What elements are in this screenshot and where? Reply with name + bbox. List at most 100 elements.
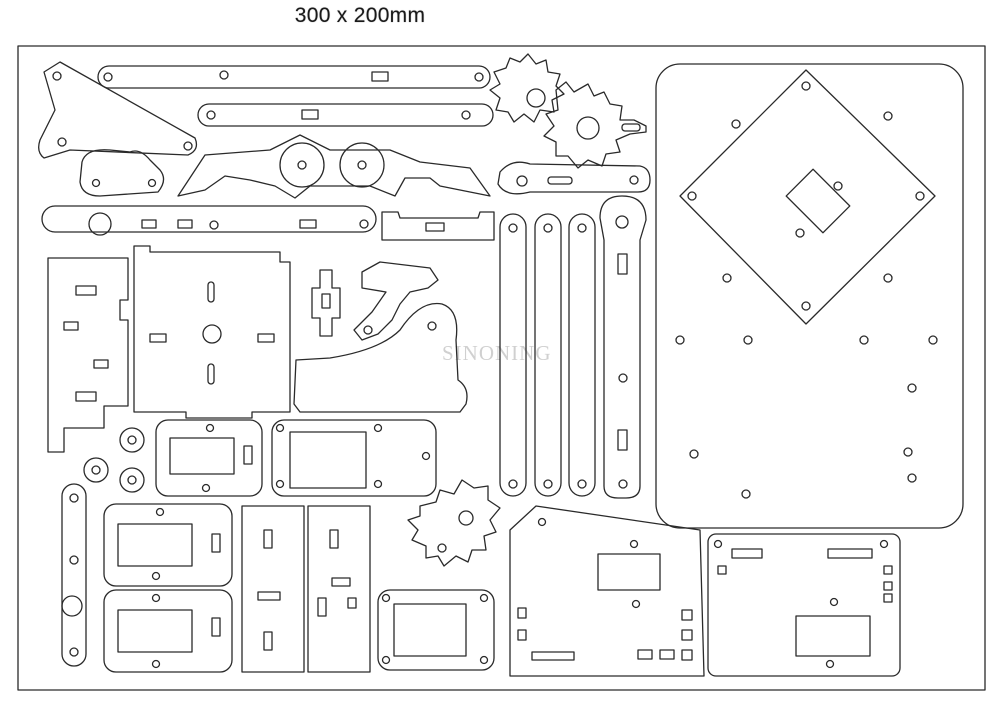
slot [883,593,893,603]
washer [119,427,145,453]
slot [263,631,273,651]
sheet-border [17,45,986,691]
hole [275,423,285,433]
hole [421,451,431,461]
servo-frame-4 [103,589,233,673]
hole [57,137,67,147]
hole [52,71,62,81]
slot [299,219,317,229]
hole [687,191,697,201]
hole [201,483,211,493]
hole [69,555,79,565]
hole [915,191,925,201]
base-plate [655,63,964,529]
hole [618,373,628,383]
hole [427,321,437,331]
hole [907,473,917,483]
slot [211,533,221,553]
hole [91,178,101,188]
hole [576,116,600,140]
hole [127,475,137,485]
servo-window [597,553,661,591]
gear-circle [279,142,325,188]
hole [69,493,79,503]
claw-arm [353,261,439,341]
hole [713,539,723,549]
slot [681,649,693,661]
hole [508,223,518,233]
hole [741,489,751,499]
slot [547,176,573,185]
slot [717,565,727,575]
servo-frame-3 [103,503,233,587]
hole [883,273,893,283]
servo-frame-1 [155,419,263,497]
servo-frame-2 [271,419,437,497]
hole [151,659,161,669]
hole [151,593,161,603]
hole [219,70,229,80]
slot [883,565,893,575]
claw-plate [177,134,491,199]
slot [75,285,97,296]
gear-circle [339,142,385,188]
triangle-arm-plate [38,61,198,159]
hole [675,335,685,345]
hole [209,220,219,230]
slot [425,222,445,232]
hole [879,539,889,549]
vertical-panel-1 [241,505,305,673]
slot [207,363,215,385]
vertical-bar-4 [599,195,647,499]
slot [621,123,641,132]
base-diamond [679,69,936,325]
servo-window [393,603,467,657]
slot [207,281,215,303]
hole [437,543,447,553]
hole [69,647,79,657]
hole [743,335,753,345]
pcb-plate-right [707,533,901,677]
hole [618,479,628,489]
round-end [61,595,83,617]
hole [91,465,101,475]
base-link [41,205,377,233]
servo-box-panel [133,245,291,419]
small-bracket [381,211,495,241]
hole [883,111,893,121]
slot [263,529,273,549]
hole [731,119,741,129]
hole [275,479,285,489]
vertical-bar-1 [499,213,527,497]
slot [517,607,527,619]
hole [526,88,546,108]
hole [859,335,869,345]
slot [827,548,873,559]
hole [825,659,835,669]
hole [155,507,165,517]
slot [301,109,319,120]
slot [531,651,575,661]
hole [458,510,474,526]
sheet-title: 300 x 200mm [294,4,426,27]
hole [359,219,369,229]
watermark-text: SINONING [442,341,552,365]
slot [257,333,275,343]
gear-with-tab [543,81,647,169]
slot [177,219,193,229]
clamp-link [497,161,651,195]
servo-window [289,431,367,489]
vertical-bar-2 [534,213,562,497]
hole [479,655,489,665]
hole [833,181,843,191]
servo-window [795,615,871,657]
hole [183,141,193,151]
tiny-bracket [311,269,341,337]
center-window [785,168,851,234]
slot [731,548,763,559]
washer [83,457,109,483]
small-block [79,149,165,197]
slot [617,429,628,451]
hole [928,335,938,345]
